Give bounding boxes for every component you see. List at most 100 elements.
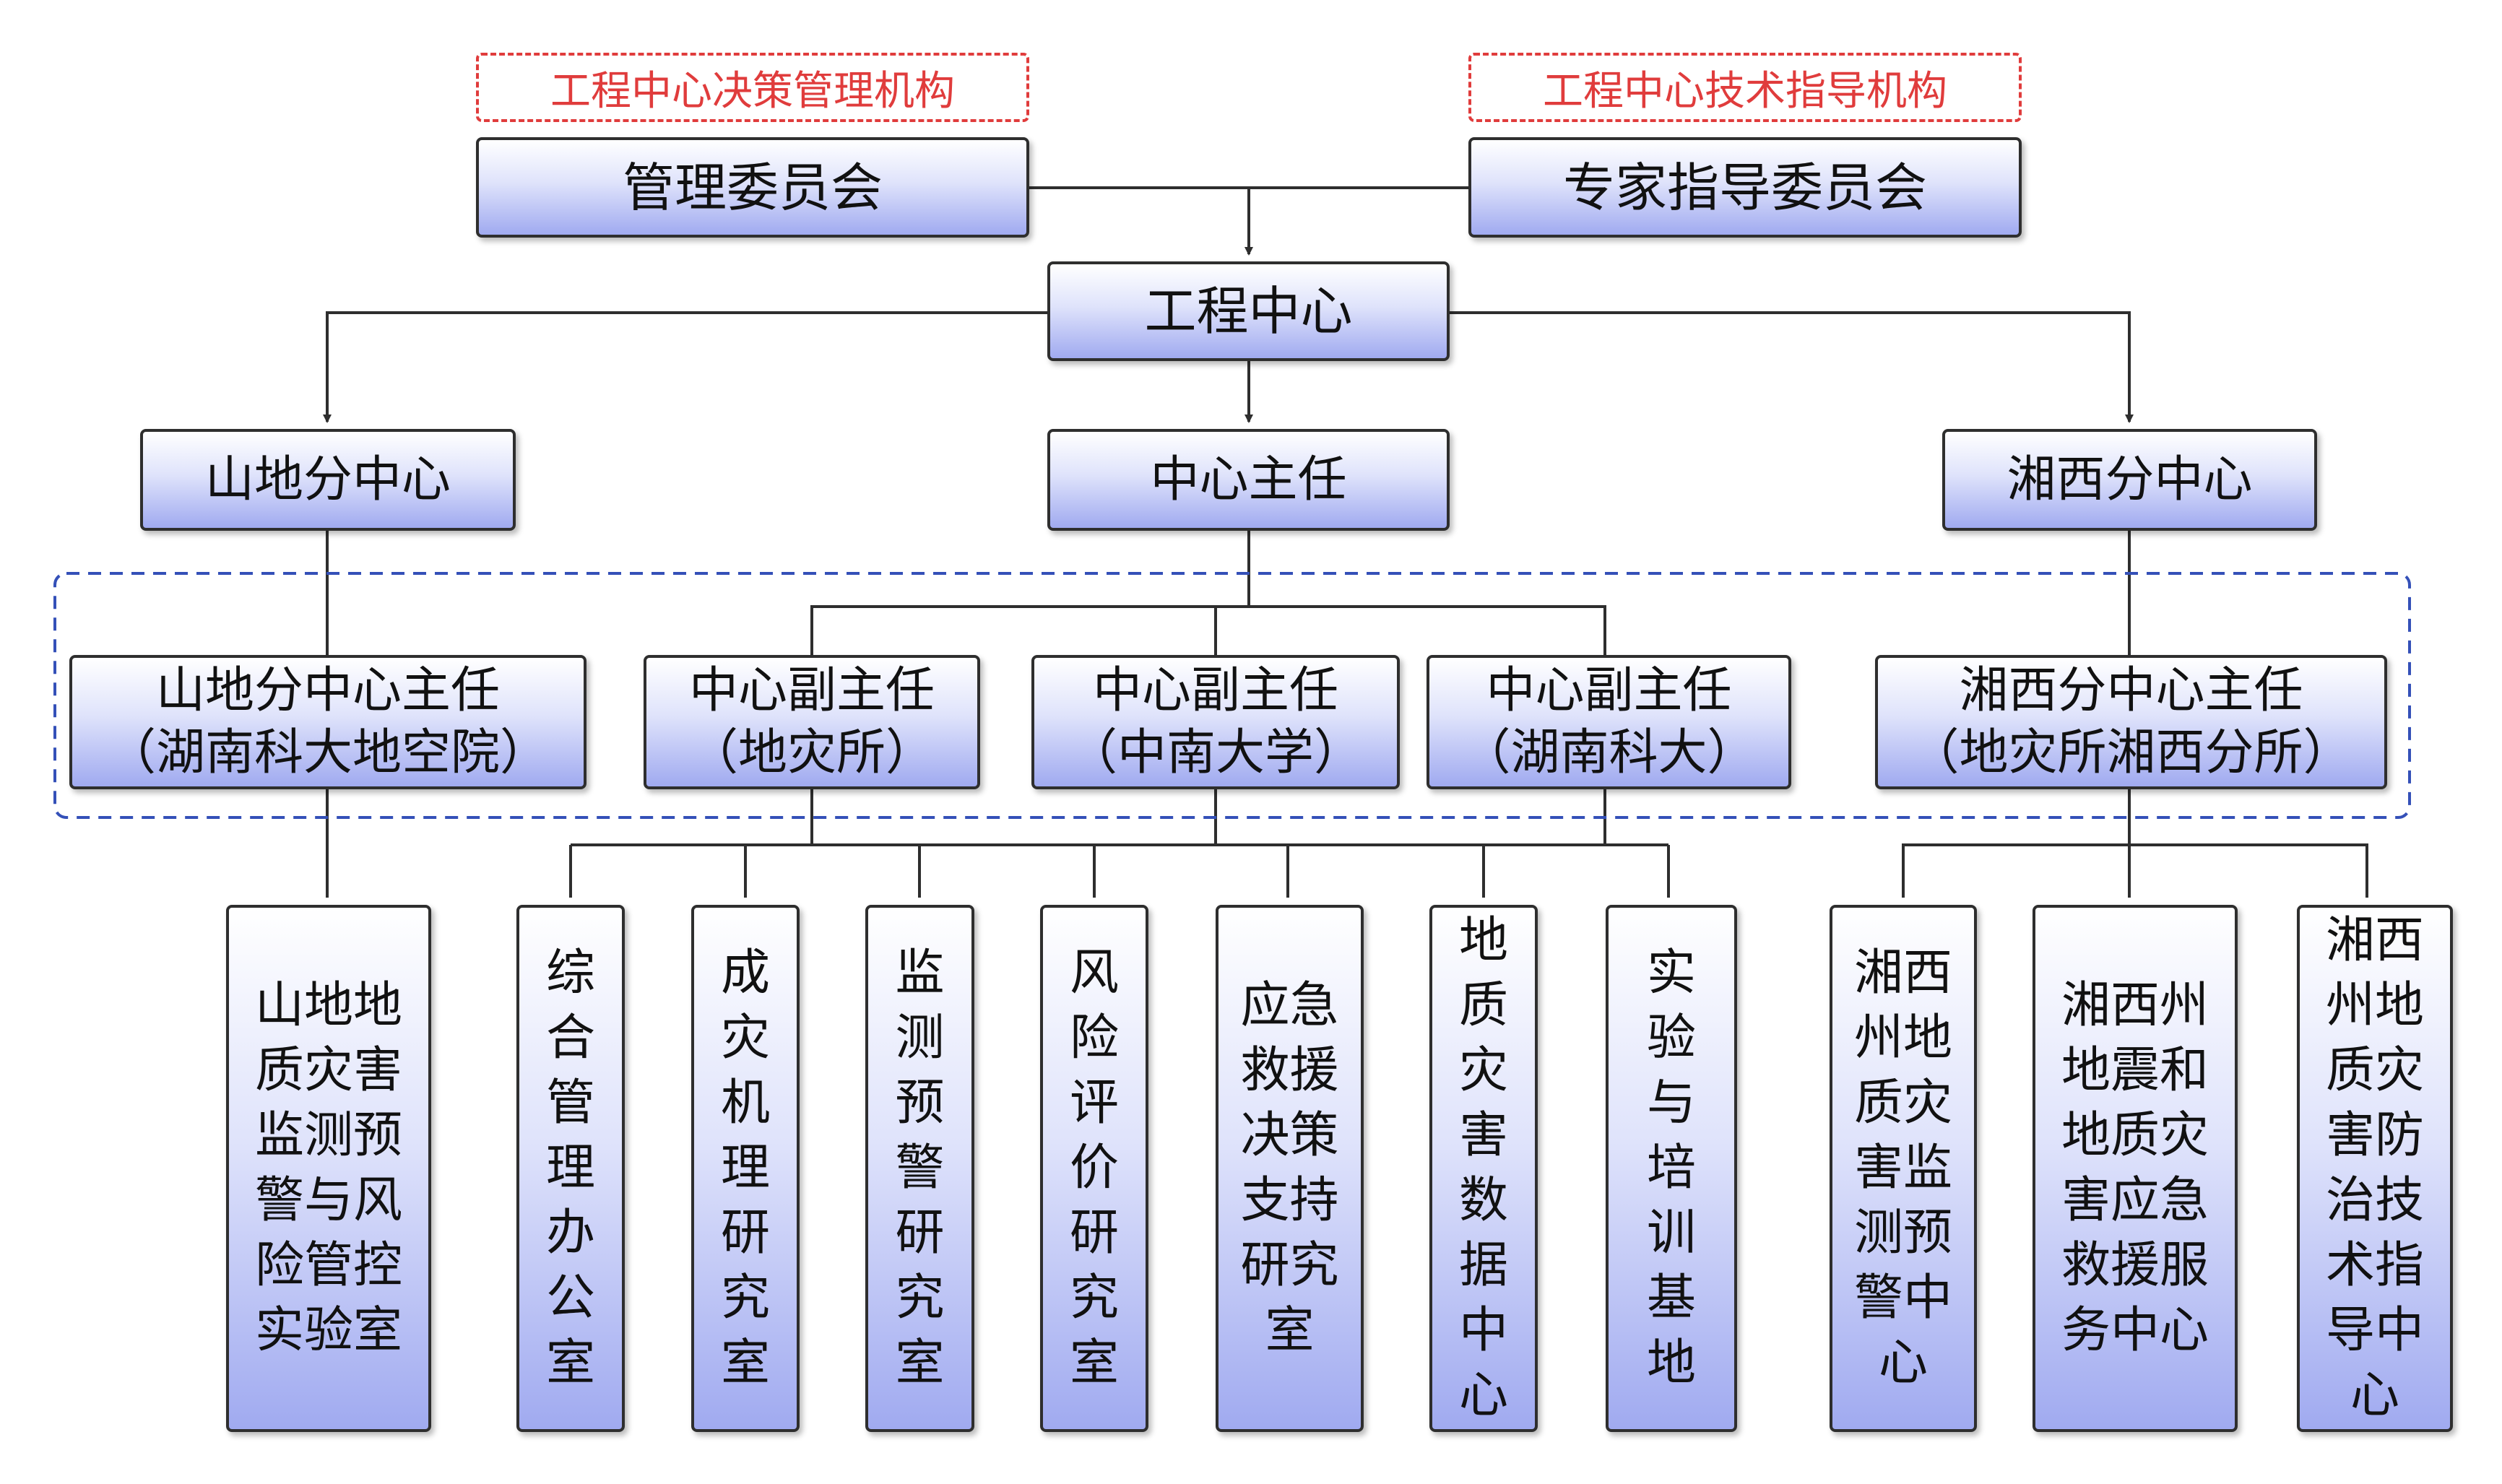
unit-xiangxi-tech-guidance-center: 湘西州地质灾害防治技术指导中心: [2297, 905, 2453, 1432]
unit-emergency-decision-lab: 应急救援决策支持研究室: [1216, 905, 1364, 1432]
unit-text-line: 害防: [2325, 1107, 2424, 1164]
unit-text-line: 预: [895, 1075, 945, 1132]
vice-director-3-box: 中心副主任 （湖南科大）: [1427, 655, 1791, 789]
shandi-director-affiliation: （湖南科大地空院）: [106, 724, 549, 781]
unit-text-line: 究: [1069, 1270, 1119, 1327]
unit-text-line: 研: [1069, 1205, 1119, 1262]
unit-text-line: 质: [1458, 977, 1508, 1034]
vice-director-2-box: 中心副主任 （中南大学）: [1031, 655, 1400, 789]
unit-text-line: 导中: [2325, 1302, 2424, 1359]
unit-text-line: 质灾: [2325, 1042, 2424, 1099]
unit-text-line: 实: [1646, 945, 1696, 1002]
unit-text-line: 险管控: [254, 1237, 402, 1294]
unit-text-line: 州地: [2325, 977, 2424, 1034]
unit-shandi-lab: 山地地质灾害监测预警与风险管控实验室: [226, 905, 431, 1432]
vice-director-1-affiliation: （地灾所）: [688, 724, 935, 781]
unit-text-line: 监: [895, 945, 945, 1002]
unit-text-line: 灾: [1458, 1042, 1508, 1099]
unit-text-line: 险: [1069, 1010, 1119, 1067]
unit-text-line: 监测预: [254, 1107, 402, 1164]
unit-text-line: 务中心: [2061, 1302, 2209, 1359]
unit-general-office: 综合管理办公室: [516, 905, 625, 1432]
center-director-box: 中心主任: [1047, 429, 1450, 531]
unit-text-line: 办: [545, 1205, 595, 1262]
unit-text-line: 验: [1646, 1010, 1696, 1067]
unit-text-line: 数: [1458, 1172, 1508, 1229]
unit-text-line: 研: [895, 1205, 945, 1262]
unit-text-line: 室: [545, 1335, 595, 1392]
unit-text-line: 究: [895, 1270, 945, 1327]
unit-text-line: 质灾: [1853, 1075, 1952, 1132]
unit-text-line: 理: [545, 1140, 595, 1197]
unit-text-line: 应急: [1240, 977, 1339, 1034]
shandi-subcenter-box: 山地分中心: [140, 429, 516, 531]
unit-data-center: 地质灾害数据中心: [1429, 905, 1538, 1432]
unit-text-line: 基: [1646, 1270, 1696, 1327]
xiangxi-director-affiliation: （地灾所湘西分所）: [1910, 724, 2352, 781]
connector-center-xiangxi: [1450, 311, 2134, 423]
unit-text-line: 心: [2350, 1367, 2399, 1424]
vice-director-2-title: 中心副主任: [1092, 662, 1338, 719]
unit-text-line: 支持: [1240, 1172, 1339, 1229]
unit-risk-assessment-lab: 风险评价研究室: [1040, 905, 1148, 1432]
unit-text-line: 究: [720, 1270, 770, 1327]
vice-director-3-affiliation: （湖南科大）: [1461, 724, 1757, 781]
vice-director-2-affiliation: （中南大学）: [1068, 724, 1363, 781]
unit-text-line: 决策: [1240, 1107, 1339, 1164]
unit-text-line: 质灾害: [254, 1042, 402, 1099]
shandi-director-title: 山地分中心主任: [155, 662, 500, 719]
unit-text-line: 心: [1458, 1367, 1508, 1424]
unit-text-line: 救援服: [2061, 1237, 2209, 1294]
expert-committee-box: 专家指导委员会: [1468, 137, 2022, 238]
connector-center-branches: [323, 311, 1047, 423]
unit-text-line: 室: [720, 1335, 770, 1392]
unit-text-line: 培: [1646, 1140, 1696, 1197]
unit-text-line: 山地地: [254, 977, 402, 1034]
unit-text-line: 管: [545, 1075, 595, 1132]
unit-text-line: 灾: [720, 1010, 770, 1067]
unit-text-line: 室: [1069, 1335, 1119, 1392]
unit-text-line: 地质灾: [2061, 1107, 2209, 1164]
tech-org-label: 工程中心技术指导机构: [1468, 53, 2022, 122]
shandi-director-box: 山地分中心主任 （湖南科大地空院）: [69, 655, 586, 789]
unit-xiangxi-monitoring-center: 湘西州地质灾害监测预警中心: [1830, 905, 1977, 1432]
unit-text-line: 室: [895, 1335, 945, 1392]
unit-text-line: 风: [1069, 945, 1119, 1002]
unit-text-line: 价: [1069, 1140, 1119, 1197]
unit-text-line: 成: [720, 945, 770, 1002]
xiangxi-subcenter-box: 湘西分中心: [1942, 429, 2317, 531]
unit-text-line: 心: [1878, 1335, 1928, 1392]
unit-text-line: 湘西: [1853, 945, 1952, 1002]
unit-text-line: 湘西州: [2061, 977, 2209, 1034]
unit-text-line: 地: [1458, 912, 1508, 969]
unit-text-line: 警中: [1853, 1270, 1952, 1327]
connector-director-vices: [810, 531, 1606, 655]
unit-text-line: 研究: [1240, 1237, 1339, 1294]
unit-text-line: 研: [720, 1205, 770, 1262]
unit-text-line: 警: [895, 1140, 945, 1197]
unit-text-line: 警与风: [254, 1172, 402, 1229]
decision-org-label: 工程中心决策管理机构: [476, 53, 1029, 122]
unit-text-line: 评: [1069, 1075, 1119, 1132]
engineering-center-box: 工程中心: [1047, 261, 1450, 361]
unit-training-base: 实验与培训基地: [1606, 905, 1737, 1432]
director-group-outline: [53, 572, 2411, 819]
unit-text-line: 综: [545, 945, 595, 1002]
unit-text-line: 训: [1646, 1205, 1696, 1262]
unit-text-line: 州地: [1853, 1010, 1952, 1067]
unit-text-line: 据: [1458, 1237, 1508, 1294]
unit-disaster-mechanism-lab: 成灾机理研究室: [691, 905, 800, 1432]
vice-director-1-title: 中心副主任: [688, 662, 935, 719]
unit-text-line: 实验室: [254, 1302, 402, 1359]
vice-director-3-title: 中心副主任: [1486, 662, 1732, 719]
vice-director-1-box: 中心副主任 （地灾所）: [644, 655, 980, 789]
unit-text-line: 害监: [1853, 1140, 1952, 1197]
xiangxi-director-title: 湘西分中心主任: [1959, 662, 2303, 719]
unit-text-line: 与: [1646, 1075, 1696, 1132]
unit-text-line: 机: [720, 1075, 770, 1132]
unit-text-line: 测: [895, 1010, 945, 1067]
unit-monitoring-warning-lab: 监测预警研究室: [865, 905, 974, 1432]
unit-text-line: 湘西: [2325, 912, 2424, 969]
unit-text-line: 室: [1265, 1302, 1315, 1359]
